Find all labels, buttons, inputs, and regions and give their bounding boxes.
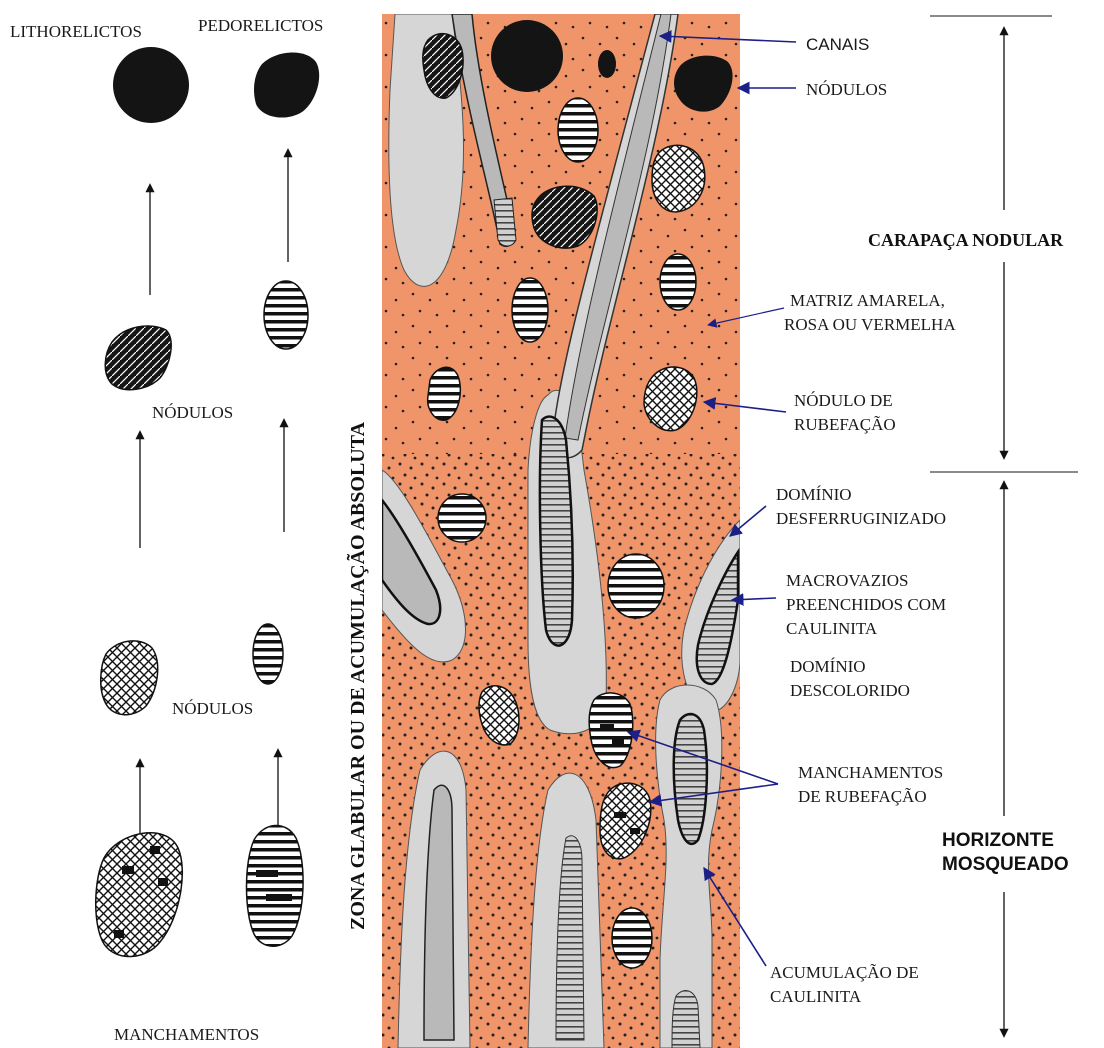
nodule-small-black xyxy=(598,50,616,78)
lithorelictos-label: LITHORELICTOS xyxy=(10,22,142,41)
macrovazios-label-line1: MACROVAZIOS xyxy=(786,571,909,590)
nodule-striped-bottom xyxy=(612,908,652,968)
nodule-diag-left xyxy=(105,326,171,390)
left-evolution-panel: LITHORELICTOS PEDORELICTOS NÓDULOS NÓDUL… xyxy=(10,16,323,1044)
nodulos-label: NÓDULOS xyxy=(806,80,887,99)
mottle-stripe-spot-b xyxy=(266,894,292,901)
nodule-striped-lower-left xyxy=(438,494,486,542)
horizonte-label-line1: HORIZONTE xyxy=(942,830,1054,851)
nodule-striped-lower-mid xyxy=(608,554,664,618)
descolorido-label-line2: DESCOLORIDO xyxy=(790,681,910,700)
desferruginizado-label-line1: DOMÍNIO xyxy=(776,485,852,504)
lithorelict-circle xyxy=(113,47,189,123)
soil-column xyxy=(382,14,740,1048)
nodule-striped-left-col-2 xyxy=(253,624,283,684)
carapaca-nodular-label: CARAPAÇA NODULAR xyxy=(868,230,1064,250)
macrovazios-label-line3: CAULINITA xyxy=(786,619,878,638)
matriz-label-line2: ROSA OU VERMELHA xyxy=(784,315,956,334)
manchamentos-label: MANCHAMENTOS xyxy=(114,1025,259,1044)
nodule-striped-left-col xyxy=(264,281,308,349)
zona-glabular-vertical-label: ZONA GLABULAR OU DE ACUMULAÇÃO ABSOLUTA xyxy=(346,421,369,930)
nodule-striped-left xyxy=(428,367,461,420)
desferruginizado-label-line2: DESFERRUGINIZADO xyxy=(776,509,946,528)
manchamentos-rubefacao-label-line2: DE RUBEFAÇÃO xyxy=(798,787,927,806)
mottle-spot-b xyxy=(122,866,134,874)
mottle-crosshatch-left-col xyxy=(96,833,183,957)
manchamentos-rubefacao-label-line1: MANCHAMENTOS xyxy=(798,763,943,782)
descolorido-label-line1: DOMÍNIO xyxy=(790,657,866,676)
zone-brackets xyxy=(930,16,1078,1036)
nodule-diag-mid xyxy=(532,186,597,248)
canais-label: CANAIS xyxy=(806,35,869,54)
matriz-label-line1: MATRIZ AMARELA, xyxy=(790,291,945,310)
mottle-stripe-spot-a xyxy=(256,870,278,877)
pedorelict-shape xyxy=(254,52,319,117)
mottle-spot-c xyxy=(158,878,168,886)
horizonte-label-line2: MOSQUEADO xyxy=(942,854,1069,875)
nodule-striped-upper xyxy=(558,98,598,162)
macrovazios-label-line2: PREENCHIDOS COM xyxy=(786,595,946,614)
mottle-dark-spot-2 xyxy=(612,738,624,744)
nodulo-rubefacao-label-line1: NÓDULO DE xyxy=(794,391,893,410)
nodule-striped-right xyxy=(660,254,696,310)
nodulos-lower-label: NÓDULOS xyxy=(172,699,253,718)
mottle-spot-a xyxy=(150,846,160,854)
acumulacao-label-line2: CAULINITA xyxy=(770,987,862,1006)
lithorelict-nodule-large xyxy=(491,20,563,92)
acumulacao-label-line1: ACUMULAÇÃO DE xyxy=(770,963,919,982)
mottle-dark-spot-4 xyxy=(630,828,640,834)
nodulo-rubefacao-label-line2: RUBEFAÇÃO xyxy=(794,415,896,434)
pedorelictos-label: PEDORELICTOS xyxy=(198,16,323,35)
nodule-crosshatch-left-col xyxy=(101,641,158,715)
mottle-dark-spot-3 xyxy=(614,812,626,818)
kaolinite-accumulation xyxy=(674,714,707,844)
mottle-dark-spot-1 xyxy=(600,724,614,730)
mottle-striped-left-col xyxy=(247,825,304,946)
kaolinite-bottom-small xyxy=(672,991,700,1048)
mottle-spot-d xyxy=(114,930,124,938)
nodule-striped-mid xyxy=(512,278,548,342)
nodulos-upper-label: NÓDULOS xyxy=(152,403,233,422)
channel-main-lower xyxy=(540,417,573,646)
